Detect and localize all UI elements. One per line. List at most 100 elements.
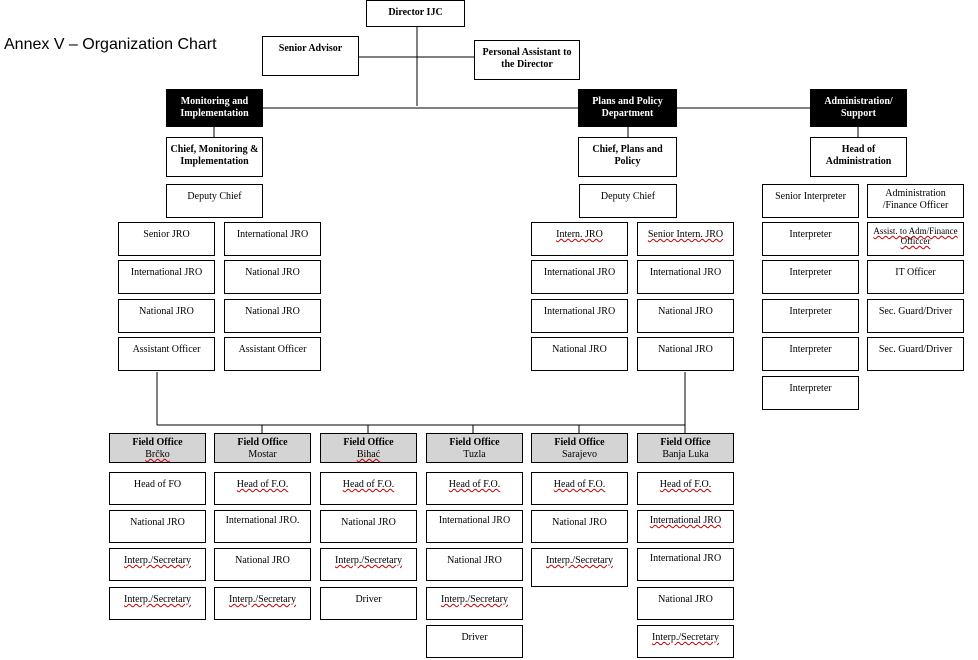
- staff-label: Interp./Secretary: [124, 594, 191, 605]
- admin-staff-right-4: Sec. Guard/Driver: [867, 299, 964, 333]
- personal-assistant-label: Personal Assistant to the Director: [482, 47, 572, 70]
- staff-label: Interp./Secretary: [229, 594, 296, 605]
- staff-label: Driver: [461, 632, 488, 643]
- fo-bihac-staff-2: National JRO: [320, 510, 417, 543]
- admin-staff-left-2: Interpreter: [762, 222, 859, 256]
- dept-plans-label: Plans and Policy Department: [592, 96, 663, 119]
- fo-bihac-staff-1: Head of F.O.: [320, 472, 417, 505]
- staff-label: National JRO: [245, 267, 300, 278]
- director-box: Director IJC: [366, 0, 465, 27]
- monitoring-staff-left-1: Senior JRO: [118, 222, 215, 256]
- dept-monitoring: Monitoring and Implementation: [166, 89, 263, 127]
- fo-sarajevo-staff-2: National JRO: [531, 510, 628, 543]
- field-office-name: Tuzla: [463, 449, 486, 460]
- staff-label: Assistant Officer: [238, 344, 307, 355]
- fo-brcko-staff-4: Interp./Secretary: [109, 587, 206, 620]
- staff-label: Interpreter: [789, 267, 832, 278]
- staff-label: Interp./Secretary: [335, 555, 402, 566]
- dept-monitoring-label: Monitoring and Implementation: [180, 96, 249, 119]
- staff-label: Senior JRO: [143, 229, 190, 240]
- senior-advisor-box: Senior Advisor: [262, 36, 359, 76]
- fo-banja-luka-staff-1: Head of F.O.: [637, 472, 734, 505]
- staff-label: International JRO: [649, 553, 722, 564]
- fo-sarajevo-staff-1: Head of F.O.: [531, 472, 628, 505]
- staff-label: National JRO: [552, 517, 607, 528]
- staff-label: National JRO: [341, 517, 396, 528]
- plans-staff-left-3: International JRO: [531, 299, 628, 333]
- staff-label: Assist. to Adm/Finance Officcer: [873, 226, 958, 246]
- fo-banja-luka-staff-4: National JRO: [637, 587, 734, 620]
- fo-bihac-staff-3: Interp./Secretary: [320, 548, 417, 581]
- staff-label: Interp./Secretary: [441, 594, 508, 605]
- staff-label: Sec. Guard/Driver: [878, 344, 953, 355]
- director-label: Director IJC: [388, 7, 443, 18]
- dept-admin-label: Administration/ Support: [824, 96, 893, 119]
- admin-staff-left-3: Interpreter: [762, 260, 859, 294]
- monitoring-staff-left-3: National JRO: [118, 299, 215, 333]
- staff-label: National JRO: [447, 555, 502, 566]
- staff-label: Interpreter: [789, 383, 832, 394]
- staff-label: Head of F.O.: [342, 479, 395, 490]
- staff-label: Senior Interpreter: [775, 191, 846, 202]
- fo-mostar-staff-3: National JRO: [214, 548, 311, 581]
- staff-label: Head of F.O.: [659, 479, 712, 490]
- dept-admin: Administration/ Support: [810, 89, 907, 127]
- admin-staff-left-5: Interpreter: [762, 337, 859, 371]
- fo-tuzla-staff-3: National JRO: [426, 548, 523, 581]
- staff-label: Interp./Secretary: [124, 555, 191, 566]
- field-office-bihac: Field Office Bihać: [320, 433, 417, 463]
- staff-label: Head of FO: [133, 479, 182, 490]
- staff-label: International JRO: [438, 515, 511, 526]
- staff-label: Interpreter: [789, 229, 832, 240]
- plans-staff-right-1: Senior Intern. JRO: [637, 222, 734, 256]
- staff-label: National JRO: [658, 306, 713, 317]
- staff-label: Administration /Finance Officer: [882, 188, 949, 211]
- fo-banja-luka-staff-3: International JRO: [637, 548, 734, 581]
- admin-staff-left-4: Interpreter: [762, 299, 859, 333]
- staff-label: National JRO: [139, 306, 194, 317]
- plans-staff-left-1: Intern. JRO: [531, 222, 628, 256]
- plans-staff-left-4: National JRO: [531, 337, 628, 371]
- chief-plans-label: Chief, Plans and Policy: [592, 144, 663, 167]
- admin-staff-right-3: IT Officer: [867, 260, 964, 294]
- field-office-name: Banja Luka: [662, 449, 709, 460]
- chief-monitoring-label: Chief, Monitoring & Implementation: [170, 144, 259, 167]
- staff-label: National JRO: [245, 306, 300, 317]
- staff-label: National JRO: [658, 344, 713, 355]
- plans-staff-left-2: International JRO: [531, 260, 628, 294]
- staff-label: International JRO: [543, 306, 616, 317]
- monitoring-staff-right-3: National JRO: [224, 299, 321, 333]
- fo-tuzla-staff-1: Head of F.O.: [426, 472, 523, 505]
- deputy-monitoring: Deputy Chief: [166, 184, 263, 218]
- fo-brcko-staff-3: Interp./Secretary: [109, 548, 206, 581]
- field-office-name: Mostar: [248, 449, 277, 460]
- staff-label: National JRO: [658, 594, 713, 605]
- field-office-label: Field Office: [449, 437, 500, 448]
- fo-mostar-staff-2: International JRO.: [214, 510, 311, 543]
- field-office-label: Field Office: [132, 437, 183, 448]
- field-office-label: Field Office: [554, 437, 605, 448]
- field-office-mostar: Field Office Mostar: [214, 433, 311, 463]
- fo-tuzla-staff-5: Driver: [426, 625, 523, 658]
- chief-admin: Head of Administration: [810, 137, 907, 177]
- staff-label: Head of F.O.: [236, 479, 289, 490]
- admin-staff-right-2: Assist. to Adm/Finance Officcer: [867, 222, 964, 256]
- chief-monitoring: Chief, Monitoring & Implementation: [166, 137, 263, 177]
- deputy-plans: Deputy Chief: [579, 184, 677, 218]
- staff-label: Interp./Secretary: [652, 632, 719, 643]
- staff-label: International JRO.: [225, 515, 300, 526]
- fo-banja-luka-staff-2: International JRO: [637, 510, 734, 543]
- fo-brcko-staff-1: Head of FO: [109, 472, 206, 505]
- field-office-label: Field Office: [660, 437, 711, 448]
- field-office-name: Bihać: [356, 449, 381, 460]
- staff-label: Interpreter: [789, 344, 832, 355]
- page-title: Annex V – Organization Chart: [4, 36, 217, 53]
- plans-staff-right-2: International JRO: [637, 260, 734, 294]
- staff-label: National JRO: [235, 555, 290, 566]
- staff-label: Sec. Guard/Driver: [878, 306, 953, 317]
- staff-label: National JRO: [552, 344, 607, 355]
- staff-label: Intern. JRO: [556, 229, 603, 240]
- field-office-name: Sarajevo: [562, 449, 597, 460]
- field-office-name: Brčko: [145, 449, 170, 460]
